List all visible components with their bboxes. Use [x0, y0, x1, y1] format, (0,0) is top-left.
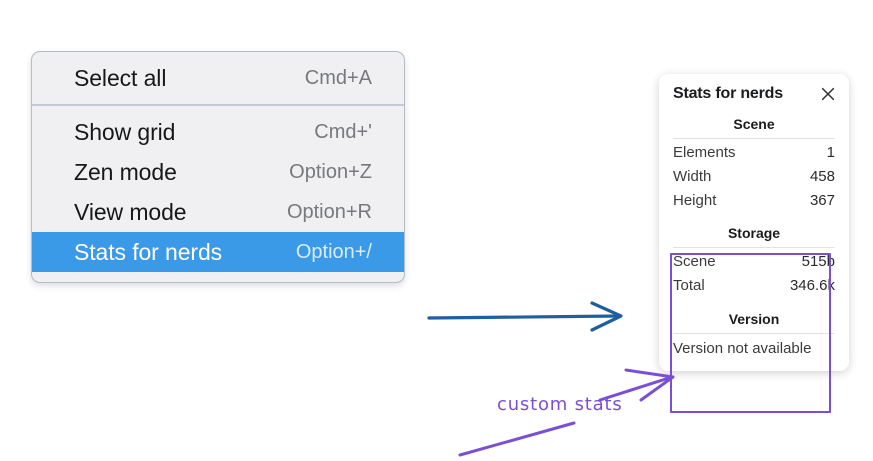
stat-row-elements: Elements 1	[673, 141, 835, 165]
stat-value: 458	[809, 167, 835, 185]
menu-item-show-grid[interactable]: Show grid Cmd+'	[32, 112, 404, 152]
canvas-context-menu[interactable]: Select all Cmd+A Show grid Cmd+' Zen mod…	[31, 51, 405, 283]
stat-row-width: Width 458	[673, 165, 835, 189]
stats-panel-title: Stats for nerds	[673, 85, 783, 102]
menu-item-label: Stats for nerds	[74, 238, 223, 265]
stat-label: Scene	[673, 253, 716, 271]
menu-item-shortcut: Option+/	[295, 240, 372, 263]
stat-value: 515b	[801, 253, 835, 271]
stats-section-version: Version Version not available	[669, 306, 839, 359]
menu-item-view-mode[interactable]: View mode Option+R	[32, 192, 404, 232]
menu-item-label: Show grid	[74, 118, 176, 145]
stat-value: 1	[826, 144, 835, 161]
close-icon[interactable]	[819, 85, 837, 103]
menu-item-shortcut: Option+R	[286, 200, 372, 223]
stats-for-nerds-panel: Stats for nerds Scene Elements 1 Width 4…	[659, 74, 849, 371]
version-text: Version not available	[673, 339, 812, 357]
stats-section-storage: Storage Scene 515b Total 346.6k	[669, 220, 839, 298]
menu-group-view: Show grid Cmd+' Zen mode Option+Z View m…	[32, 104, 404, 272]
menu-item-shortcut: Cmd+'	[314, 120, 372, 143]
stat-label: Total	[673, 277, 705, 294]
stat-row-height: Height 367	[673, 189, 835, 213]
stats-panel-header: Stats for nerds	[669, 84, 839, 111]
menu-item-stats-for-nerds[interactable]: Stats for nerds Option+/	[32, 232, 404, 272]
underline-stroke	[458, 421, 576, 457]
menu-item-shortcut: Cmd+A	[304, 66, 372, 89]
section-heading-version: Version	[673, 306, 835, 334]
stat-label: Elements	[673, 144, 736, 161]
menu-item-label: Select all	[74, 64, 167, 91]
section-heading-storage: Storage	[673, 220, 835, 249]
stat-row-storage-total: Total 346.6k	[673, 274, 835, 298]
section-heading-scene: Scene	[673, 111, 835, 139]
stat-value: 346.6k	[789, 277, 835, 294]
menu-group-selection: Select all Cmd+A	[32, 58, 404, 98]
custom-stats-annotation-label: custom stats	[497, 394, 623, 415]
menu-item-label: Zen mode	[74, 158, 177, 185]
menu-item-shortcut: Option+Z	[289, 160, 372, 183]
arrow-right-icon	[427, 301, 623, 332]
stat-label: Width	[673, 167, 712, 185]
stat-label: Height	[673, 191, 717, 209]
stat-row-storage-scene: Scene 515b	[673, 250, 835, 274]
menu-item-label: View mode	[74, 198, 187, 225]
stats-section-scene: Scene Elements 1 Width 458 Height 367	[669, 111, 839, 212]
menu-item-select-all[interactable]: Select all Cmd+A	[32, 58, 404, 98]
menu-item-zen-mode[interactable]: Zen mode Option+Z	[32, 152, 404, 192]
stat-value: 367	[809, 191, 835, 209]
